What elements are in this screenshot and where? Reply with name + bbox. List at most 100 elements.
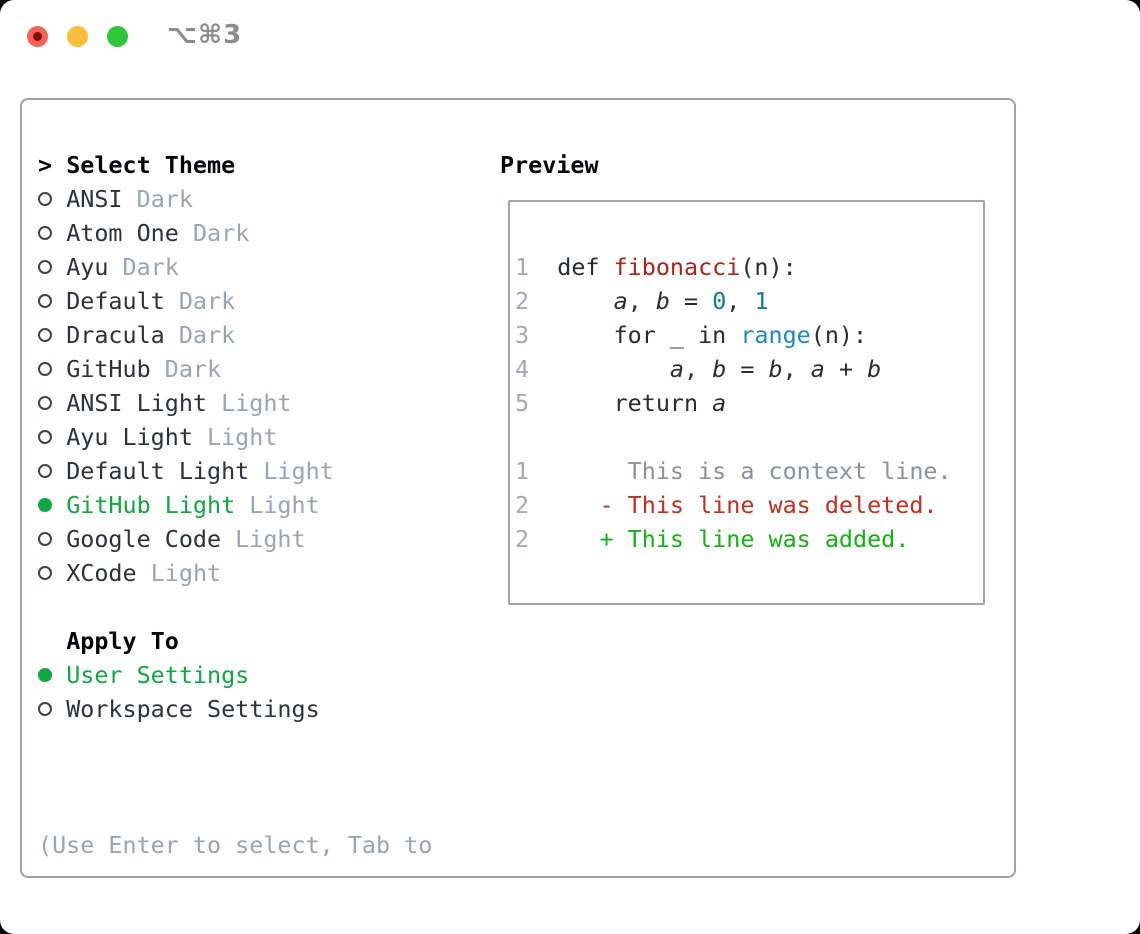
code-segment: fibonacci	[613, 253, 741, 281]
zoom-button[interactable]	[106, 25, 128, 47]
code-segment: This is a context line.	[529, 457, 952, 485]
theme-name: Ayu	[66, 253, 109, 281]
theme-option[interactable]: GitHub Light Light	[38, 488, 334, 522]
radio-icon	[38, 464, 66, 478]
preview-line: 1 This is a context line.	[515, 454, 983, 488]
preview-line: 5 return a	[515, 386, 983, 420]
code-segment: for _ in	[529, 321, 741, 349]
radio-icon	[38, 260, 66, 274]
theme-option[interactable]: Atom One Dark	[38, 216, 334, 250]
theme-name: Google Code	[66, 525, 222, 553]
select-theme-header: > Select Theme	[38, 148, 334, 182]
preview-line: 4 a, b = b, a + b	[515, 352, 983, 386]
theme-name: XCode	[66, 559, 137, 587]
theme-option[interactable]: ANSI Light Light	[38, 386, 334, 420]
theme-variant: Dark	[164, 287, 236, 315]
theme-option[interactable]: Google Code Light	[38, 522, 334, 556]
radio-icon	[38, 294, 66, 308]
line-number: 2	[515, 525, 530, 553]
radio-icon	[38, 192, 66, 206]
radio-icon	[38, 702, 66, 716]
theme-variant: Light	[207, 389, 292, 417]
theme-name: Default Light	[66, 457, 250, 485]
code-segment: (n):	[740, 253, 797, 281]
code-segment: =	[726, 355, 769, 383]
theme-name: Default	[66, 287, 165, 315]
theme-name: ANSI Light	[66, 389, 208, 417]
apply-to-option[interactable]: Workspace Settings	[38, 692, 320, 726]
code-segment: return	[529, 389, 713, 417]
line-number: 1	[515, 457, 530, 485]
apply-to-title: Apply To	[66, 627, 179, 655]
theme-option[interactable]: Ayu Light Light	[38, 420, 334, 454]
apply-to-label: User Settings	[66, 661, 250, 689]
theme-name: GitHub Light	[66, 491, 236, 519]
theme-option[interactable]: Dracula Dark	[38, 318, 334, 352]
radio-icon	[38, 226, 66, 240]
code-segment: def	[529, 253, 614, 281]
preview-line: 2 - This line was deleted.	[515, 488, 983, 522]
preview-title: Preview	[500, 151, 599, 179]
theme-name: ANSI	[66, 185, 123, 213]
preview-line: 2 + This line was added.	[515, 522, 983, 556]
tab-shortcut-label: ⌥⌘3	[167, 20, 243, 50]
code-segment	[529, 355, 670, 383]
minimize-button[interactable]	[66, 25, 88, 47]
code-segment: b	[712, 355, 727, 383]
theme-variant: Dark	[164, 321, 236, 349]
line-number: 2	[515, 491, 530, 519]
line-number: 4	[515, 355, 530, 383]
line-number: 3	[515, 321, 530, 349]
theme-variant: Light	[136, 559, 222, 587]
radio-icon	[38, 532, 66, 546]
radio-icon	[38, 566, 66, 580]
apply-to-label: Workspace Settings	[66, 695, 320, 723]
close-button[interactable]	[27, 25, 48, 47]
radio-selected-icon	[38, 668, 66, 682]
close-modified-dot-icon	[33, 31, 42, 41]
theme-name: Dracula	[66, 321, 165, 349]
preview-line: 1 def fibonacci(n):	[515, 250, 983, 284]
code-segment: a	[669, 355, 685, 383]
theme-name: GitHub	[66, 355, 151, 383]
theme-variant: Dark	[122, 185, 193, 213]
code-segment: + This line was added.	[529, 525, 910, 553]
theme-variant: Light	[192, 423, 278, 451]
preview-line: 2 a, b = 0, 1	[515, 284, 983, 318]
apply-to-header: Apply To	[38, 624, 320, 658]
prompt-icon: >	[38, 151, 53, 179]
select-theme-title: Select Theme	[66, 151, 236, 179]
code-segment: a	[810, 355, 825, 383]
code-segment: +	[824, 355, 868, 383]
theme-name: Ayu Light	[66, 423, 193, 451]
radio-icon	[38, 362, 66, 376]
code-segment: b	[867, 355, 882, 383]
code-segment: ,	[684, 355, 713, 383]
preview-line	[515, 420, 983, 454]
theme-option[interactable]: Default Light Light	[38, 454, 334, 488]
hint-text: (Use Enter to select, Tab to change focu…	[38, 760, 432, 934]
theme-option[interactable]: Ayu Dark	[38, 250, 334, 284]
code-segment: b	[655, 287, 670, 315]
code-segment: =	[669, 287, 713, 315]
theme-option[interactable]: Default Dark	[38, 284, 334, 318]
radio-icon	[38, 396, 66, 410]
line-number: 2	[515, 287, 530, 315]
theme-variant: Dark	[178, 219, 250, 247]
code-segment: ,	[627, 287, 656, 315]
theme-option[interactable]: GitHub Dark	[38, 352, 334, 386]
code-segment: b	[768, 355, 783, 383]
code-segment: (n):	[810, 321, 868, 349]
theme-option[interactable]: ANSI Dark	[38, 182, 334, 216]
apply-to-option[interactable]: User Settings	[38, 658, 320, 692]
code-segment	[529, 287, 614, 315]
code-segment: a	[712, 389, 727, 417]
hint-line-2: change focus)	[38, 930, 432, 934]
radio-selected-icon	[38, 498, 66, 512]
theme-option[interactable]: XCode Light	[38, 556, 334, 590]
line-number: 1	[515, 253, 530, 281]
